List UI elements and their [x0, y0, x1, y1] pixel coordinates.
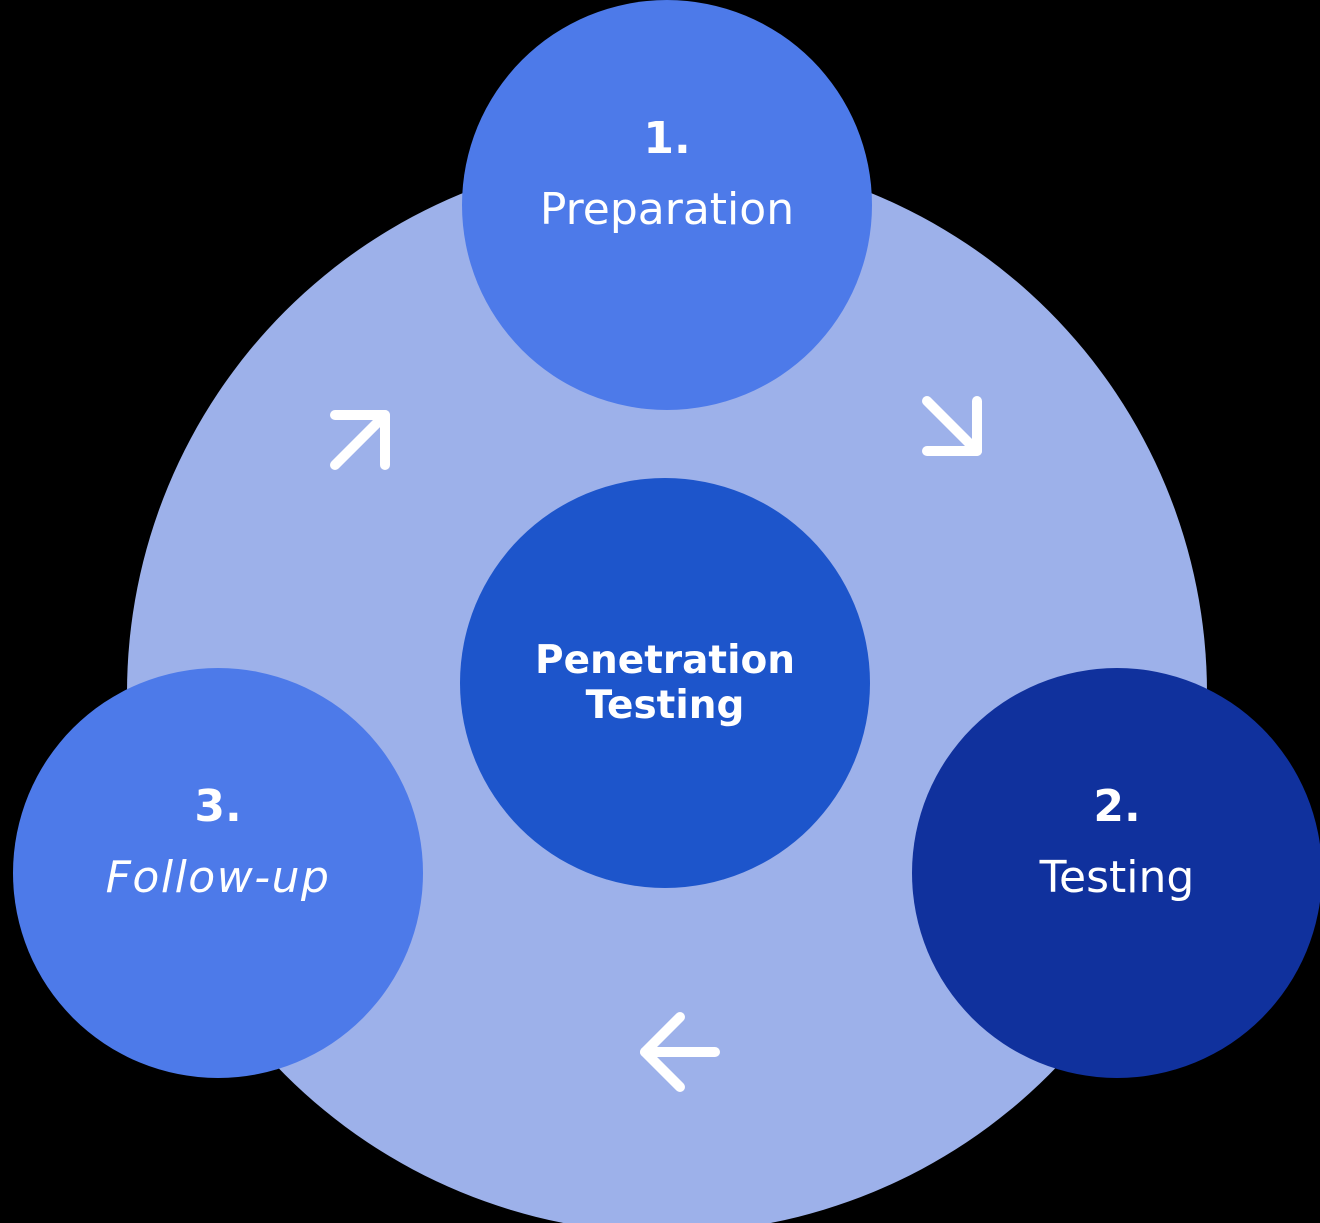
step-circle-follow-up: 3. Follow-up [13, 668, 423, 1078]
step-1-text: 1. Preparation [539, 112, 795, 235]
step-circle-preparation: 1. Preparation [462, 0, 872, 410]
center-title: Penetration Testing [535, 638, 795, 728]
center-circle-penetration-testing: Penetration Testing [460, 478, 870, 888]
step-2-label: Testing [1039, 851, 1195, 903]
step-circle-testing: 2. Testing [912, 668, 1320, 1078]
arrow-down-right-icon [892, 366, 1012, 486]
step-3-number: 3. [194, 780, 242, 832]
arrow-left-icon [620, 992, 740, 1112]
step-2-number: 2. [1093, 780, 1141, 832]
arrow-up-right-icon [300, 380, 420, 500]
step-2-text: 2. Testing [1039, 780, 1195, 903]
step-1-label: Preparation [539, 183, 795, 235]
step-1-number: 1. [643, 112, 691, 164]
center-title-line2: Testing [585, 683, 745, 728]
step-3-label: Follow-up [105, 851, 331, 903]
step-3-text: 3. Follow-up [105, 780, 331, 903]
center-title-line1: Penetration [534, 638, 795, 683]
